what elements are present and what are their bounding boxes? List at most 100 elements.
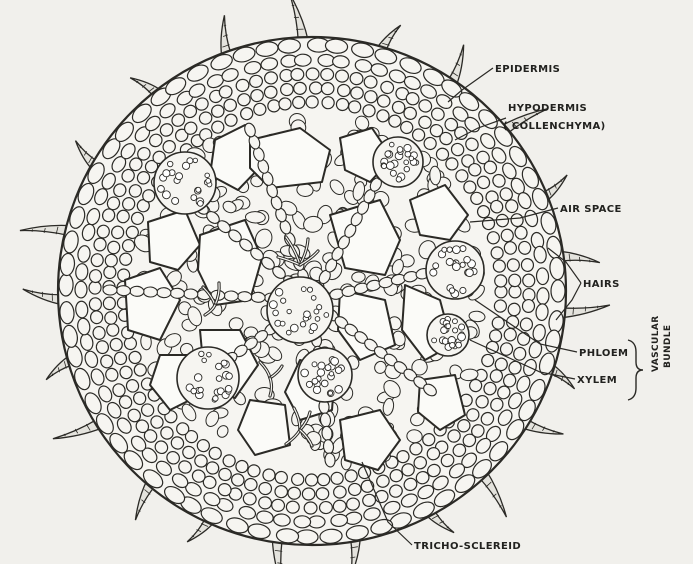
vascular-cell xyxy=(304,311,311,318)
cortex-cell xyxy=(316,487,329,500)
hypodermis-cell xyxy=(319,501,333,514)
vascular-cell xyxy=(432,338,437,343)
label-hairs: HAIRS xyxy=(583,279,620,290)
cortex-cell xyxy=(291,473,304,486)
vascular-cell xyxy=(280,321,285,326)
vascular-cell xyxy=(194,374,202,382)
vascular-cell xyxy=(182,162,189,169)
vascular-cell xyxy=(396,177,401,182)
vascular-cell xyxy=(307,287,312,292)
cortex-cell xyxy=(322,96,335,109)
cortex-cell xyxy=(103,266,116,280)
vascular-cell xyxy=(466,269,474,277)
septum-cell xyxy=(116,285,130,296)
vascular-cell xyxy=(176,173,183,180)
vascular-cell xyxy=(458,333,466,341)
label-hypodermis: HYPODERMIS xyxy=(508,103,587,114)
hypodermis-cell xyxy=(536,268,549,285)
cortex-cell xyxy=(302,488,315,500)
septum-cell xyxy=(157,287,171,298)
vascular-cell xyxy=(225,385,232,392)
vascular-cell xyxy=(452,319,457,324)
hypodermis-cell xyxy=(306,68,319,80)
vascular-cell xyxy=(318,362,325,369)
vascular-cell xyxy=(202,358,207,363)
vascular-cell xyxy=(460,246,466,252)
vascular-cell xyxy=(453,328,458,333)
cortex-cell xyxy=(287,487,300,500)
vascular-cell xyxy=(385,151,391,157)
vascular-cell xyxy=(191,388,197,394)
label-phloem: PHLOEM xyxy=(579,348,628,359)
label-tricho-sclereid: TRICHO-SCLEREID xyxy=(414,541,521,552)
vascular-cell xyxy=(459,324,465,330)
parenchyma-cell xyxy=(351,272,365,283)
vascular-cell xyxy=(456,342,462,348)
vascular-cell xyxy=(460,262,465,267)
vascular-cell xyxy=(163,170,170,177)
vascular-cell xyxy=(287,309,291,313)
vascular-cell xyxy=(331,357,339,365)
cortex-cell xyxy=(317,473,330,486)
vascular-cell xyxy=(460,287,466,293)
vascular-bundle-brace xyxy=(628,340,643,400)
vascular-cell xyxy=(226,373,233,380)
cortex-cell xyxy=(494,299,507,312)
vascular-cell xyxy=(290,324,298,332)
vascular-cell xyxy=(221,360,227,366)
vascular-cell xyxy=(199,351,204,356)
cortex-cell xyxy=(293,82,306,95)
vascular-cell xyxy=(389,142,394,147)
vascular-cell xyxy=(446,324,451,329)
vascular-cell xyxy=(191,195,197,201)
label-epidermis: EPIDERMIS xyxy=(495,64,560,75)
vascular-cell xyxy=(404,160,409,165)
vascular-cell xyxy=(325,365,331,371)
hypodermis-cell xyxy=(89,297,102,311)
vascular-cell xyxy=(301,287,306,292)
cortex-cell xyxy=(494,275,507,288)
vascular-cell xyxy=(193,158,197,162)
hypodermis-cell xyxy=(522,299,535,313)
label-air-space: AIR SPACE xyxy=(560,204,622,215)
vascular-cell xyxy=(335,386,343,394)
vascular-cell xyxy=(310,323,317,330)
hypodermis-cell xyxy=(294,54,311,67)
label-vascular: VASCULAR xyxy=(651,315,661,372)
vascular-cell xyxy=(449,288,454,293)
vascular-cell xyxy=(206,178,211,183)
vascular-cell xyxy=(446,258,453,265)
vascular-cell xyxy=(269,301,277,309)
epidermis-cell xyxy=(551,280,565,302)
septum-cell xyxy=(251,292,265,303)
septum-cell xyxy=(184,289,198,300)
vascular-cell xyxy=(335,367,342,374)
vascular-cell xyxy=(315,317,320,322)
vascular-cell xyxy=(197,201,203,207)
cortex-cell xyxy=(292,96,305,109)
hypodermis-cell xyxy=(320,68,334,81)
cortex-cell xyxy=(305,474,317,486)
vascular-cell xyxy=(313,386,320,393)
vascular-cell xyxy=(213,396,219,402)
cortex-cell xyxy=(509,285,521,298)
cortex-cell xyxy=(321,82,334,95)
hypodermis-cell xyxy=(291,68,305,81)
vascular-cell xyxy=(317,369,324,376)
septum-cell xyxy=(224,291,238,302)
vascular-cell xyxy=(453,246,461,254)
vascular-cell xyxy=(312,362,317,367)
vascular-cell xyxy=(324,313,329,318)
septum-cell xyxy=(103,285,117,296)
vascular-cell xyxy=(317,305,322,310)
vascular-cell xyxy=(275,288,283,296)
cortex-cell xyxy=(508,274,521,287)
label-bundle: BUNDLE xyxy=(663,325,673,368)
vascular-cell xyxy=(301,369,309,377)
septum-cell xyxy=(130,286,144,297)
septum-cell xyxy=(170,288,184,299)
vascular-cell xyxy=(311,296,316,301)
vascular-cell xyxy=(207,352,212,357)
hypodermis-cell xyxy=(89,269,102,283)
